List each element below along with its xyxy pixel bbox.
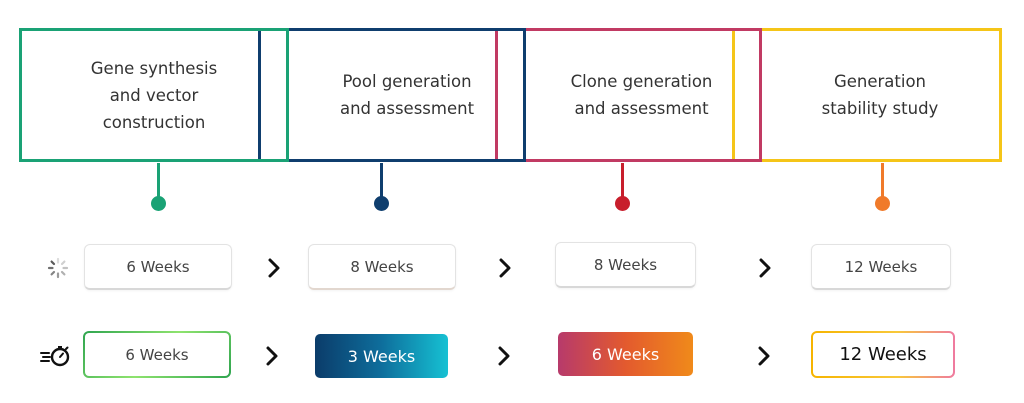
connector-line-pool-generation	[380, 163, 383, 197]
chevron-right-icon	[498, 257, 512, 279]
stage-box-pool-generation: Pool generation and assessment	[258, 28, 526, 162]
connector-line-stability-study	[881, 163, 884, 197]
chevron-right-icon	[265, 345, 279, 367]
accelerated-duration-pool-generation: 3 Weeks	[315, 334, 448, 378]
timeline-dot-pool-generation	[374, 196, 389, 211]
chevron-right-icon	[758, 257, 772, 279]
standard-duration-gene-synthesis: 6 Weeks	[84, 244, 232, 290]
stage-box-clone-generation: Clone generation and assessment	[495, 28, 762, 162]
chevron-right-icon	[267, 257, 281, 279]
stage-label-pool-generation: Pool generation and assessment	[339, 72, 475, 118]
chevron-right-icon	[757, 345, 771, 367]
timeline-dot-stability-study	[875, 196, 890, 211]
standard-duration-stability-study: 12 Weeks	[811, 244, 951, 290]
accelerated-duration-stability-study: 12 Weeks	[811, 331, 955, 378]
loading-spinner-icon	[47, 257, 69, 283]
accelerated-duration-label: 12 Weeks	[839, 344, 927, 365]
standard-duration-pool-generation: 8 Weeks	[308, 244, 456, 290]
stage-label-gene-synthesis: Gene synthesis and vector construction	[90, 58, 218, 132]
timeline-dot-clone-generation	[615, 196, 630, 211]
stage-box-gene-synthesis: Gene synthesis and vector construction	[19, 28, 289, 162]
standard-duration-label: 12 Weeks	[844, 257, 918, 276]
chevron-right-icon	[497, 345, 511, 367]
accelerated-duration-label: 6 Weeks	[591, 344, 660, 364]
accelerated-duration-clone-generation: 6 Weeks	[558, 332, 693, 376]
connector-line-gene-synthesis	[157, 163, 160, 197]
stopwatch-speed-icon	[40, 344, 72, 372]
stage-box-generation-stability: Generation stability study	[732, 28, 1002, 162]
accelerated-duration-label: 6 Weeks	[125, 345, 189, 364]
accelerated-duration-label: 3 Weeks	[347, 346, 416, 366]
standard-duration-label: 8 Weeks	[350, 257, 414, 276]
accelerated-duration-gene-synthesis: 6 Weeks	[83, 331, 231, 378]
standard-duration-label: 8 Weeks	[593, 255, 658, 274]
standard-duration-label: 6 Weeks	[126, 257, 190, 276]
stage-label-generation-stability: Generation stability study	[821, 72, 939, 118]
stage-label-clone-generation: Clone generation and assessment	[570, 72, 713, 118]
standard-duration-clone-generation: 8 Weeks	[555, 242, 696, 288]
connector-line-clone-generation	[621, 163, 624, 197]
timeline-dot-gene-synthesis	[151, 196, 166, 211]
